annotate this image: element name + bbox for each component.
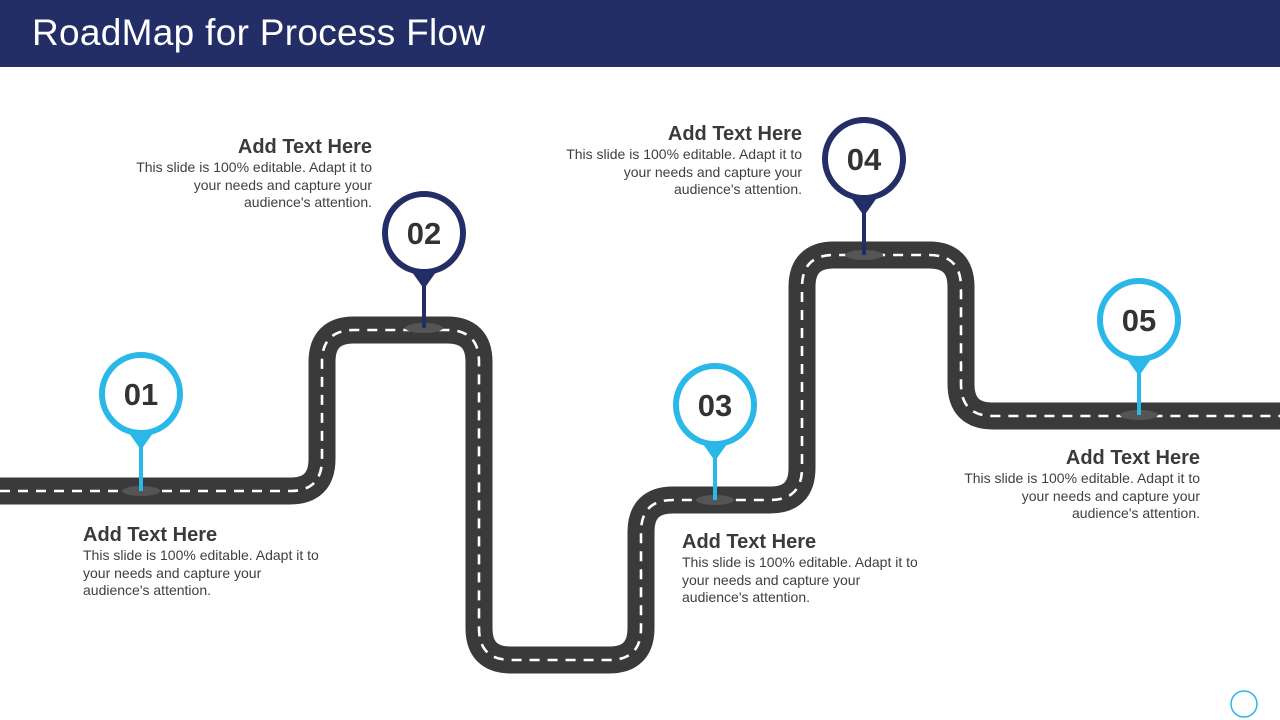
milestone-pin-01: 01 [99,352,183,496]
milestone-heading: Add Text Here [83,524,218,546]
milestone-body: This slide is 100% editable. Adapt it to… [83,547,319,598]
pin-number: 04 [847,142,882,177]
milestone-heading: Add Text Here [682,531,817,553]
milestone-body: This slide is 100% editable. Adapt it to… [964,470,1200,521]
milestone-pin-04: 04 [822,117,906,260]
pin-number: 01 [124,377,158,412]
pin-ring [1097,278,1181,362]
milestone-text-03: Add Text Here This slide is 100% editabl… [682,530,922,607]
milestone-body: This slide is 100% editable. Adapt it to… [136,159,372,210]
milestone-body: This slide is 100% editable. Adapt it to… [682,554,918,605]
pin-number: 02 [407,216,441,251]
milestone-text-02: Add Text Here This slide is 100% editabl… [132,135,372,212]
milestone-text-04: Add Text Here This slide is 100% editabl… [562,122,802,199]
pin-ring [99,352,183,436]
milestone-heading: Add Text Here [1065,447,1200,469]
pin-ring [822,117,906,201]
road-center-line [0,253,1280,662]
milestone-text-05: Add Text Here This slide is 100% editabl… [960,446,1200,523]
milestone-pin-02: 02 [382,191,466,333]
milestone-text-01: Add Text Here This slide is 100% editabl… [83,523,323,600]
milestone-pin-03: 03 [673,363,757,505]
pin-ring [673,363,757,447]
pin-ring [382,191,466,275]
milestone-pin-05: 05 [1097,278,1181,420]
title-bar: RoadMap for Process Flow [0,0,1280,67]
slide-title: RoadMap for Process Flow [32,12,486,53]
milestone-body: This slide is 100% editable. Adapt it to… [566,146,802,197]
corner-ring-decoration [1230,690,1258,718]
milestone-heading: Add Text Here [667,123,802,145]
pin-number: 05 [1122,303,1156,338]
pin-number: 03 [698,388,732,423]
milestone-heading: Add Text Here [237,136,372,158]
